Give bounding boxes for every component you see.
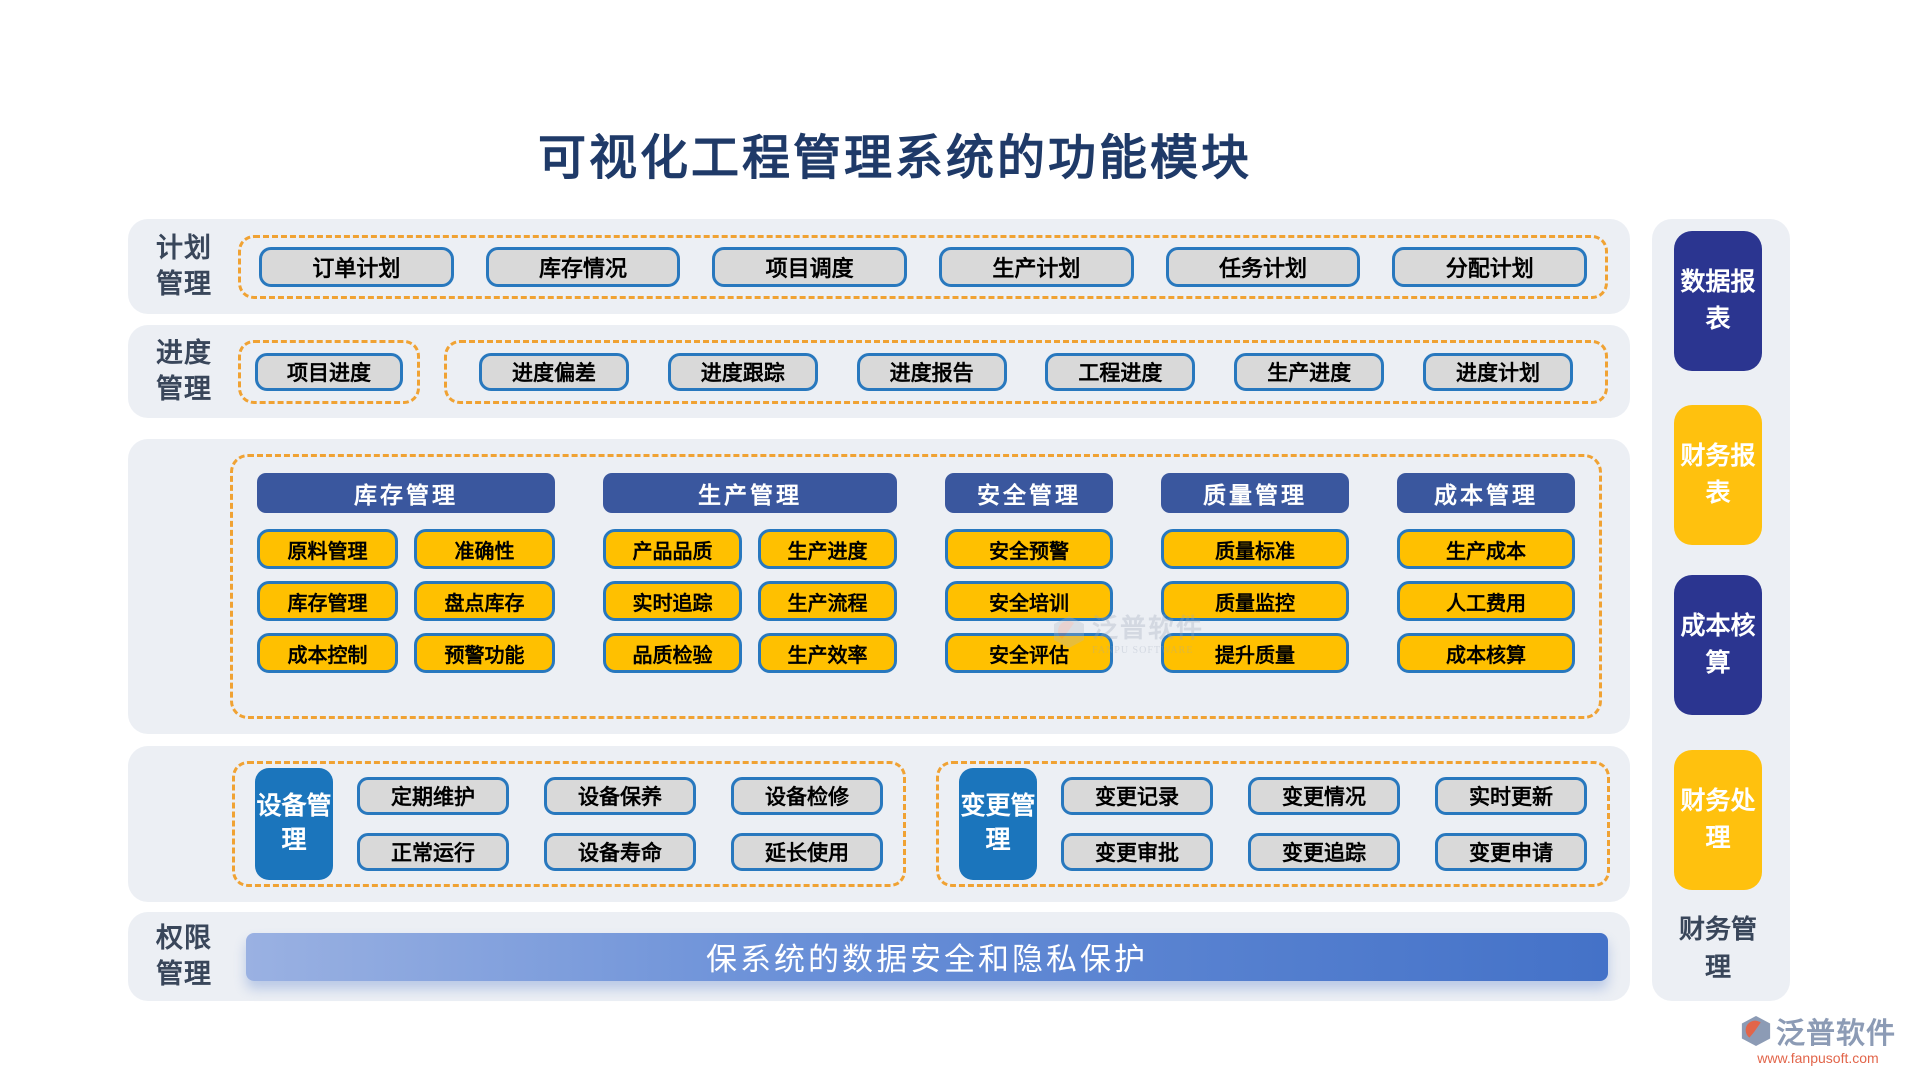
module-column-inventory: 库存管理 原料管理 准确性 库存管理 盘点库存 成本控制 预警功能: [257, 473, 555, 700]
progress-item: 进度跟踪: [667, 352, 818, 391]
module-item: 原料管理: [257, 529, 398, 569]
module-item: 质量监控: [1161, 581, 1349, 621]
module-item: 生产进度: [758, 529, 897, 569]
change-item: 变更记录: [1061, 777, 1213, 815]
permission-banner: 保系统的数据安全和隐私保护: [246, 932, 1608, 981]
plan-dashed-group: 订单计划 库存情况 项目调度 生产计划 任务计划 分配计划: [238, 234, 1608, 299]
module-item: 质量标准: [1161, 529, 1349, 569]
permission-section-label: 权限管理: [156, 923, 212, 989]
progress-item: 项目进度: [255, 352, 403, 391]
change-item: 变更情况: [1248, 777, 1400, 815]
plan-item: 库存情况: [485, 246, 681, 287]
module-item: 实时追踪: [603, 581, 742, 621]
module-header: 成本管理: [1397, 473, 1575, 513]
sidebar-item-cost-account: 成本核算: [1674, 575, 1762, 715]
module-header: 生产管理: [603, 473, 897, 513]
equipment-label: 设备管理: [255, 768, 333, 880]
progress-management-section: 进度管理 项目进度 进度偏差 进度跟踪 进度报告 工程进度 生产进度 进度计划: [128, 325, 1630, 418]
change-item: 变更追踪: [1248, 833, 1400, 871]
module-column-safety: 安全管理 安全预警 安全培训 安全评估: [945, 473, 1113, 700]
module-item: 生产流程: [758, 581, 897, 621]
equipment-item: 定期维护: [357, 777, 509, 815]
module-item: 成本核算: [1397, 633, 1575, 673]
module-item: 库存管理: [257, 581, 398, 621]
progress-section-label: 进度管理: [156, 338, 212, 404]
plan-item: 生产计划: [939, 246, 1134, 287]
plan-item: 任务计划: [1165, 246, 1361, 287]
module-item: 生产成本: [1397, 529, 1575, 569]
module-item: 产品品质: [603, 529, 742, 569]
plan-item: 项目调度: [712, 246, 908, 287]
module-item: 安全预警: [945, 529, 1113, 569]
module-item: 安全培训: [945, 581, 1113, 621]
module-item: 成本控制: [257, 633, 398, 673]
progress-dashed-group: 进度偏差 进度跟踪 进度报告 工程进度 生产进度 进度计划: [444, 339, 1608, 404]
equipment-change-section: 设备管理 定期维护 设备保养 设备检修 正常运行 设备寿命 延长使用 变更管理 …: [128, 746, 1630, 902]
equipment-item: 设备寿命: [544, 833, 696, 871]
module-header: 质量管理: [1161, 473, 1349, 513]
equipment-item: 设备保养: [544, 777, 696, 815]
equipment-item: 延长使用: [731, 833, 883, 871]
page-title: 可视化工程管理系统的功能模块: [537, 132, 1252, 185]
module-item: 准确性: [414, 529, 555, 569]
module-item: 人工费用: [1397, 581, 1575, 621]
progress-item: 进度计划: [1422, 352, 1573, 391]
module-item: 预警功能: [414, 633, 555, 673]
plan-management-section: 计划管理 订单计划 库存情况 项目调度 生产计划 任务计划 分配计划: [128, 219, 1630, 314]
progress-item: 进度偏差: [479, 352, 629, 391]
plan-item: 分配计划: [1392, 246, 1588, 287]
logo-name: 泛普软件: [1775, 1018, 1896, 1050]
plan-item: 订单计划: [259, 246, 454, 287]
core-modules-section: 库存管理 原料管理 准确性 库存管理 盘点库存 成本控制 预警功能 生产管理 产…: [128, 439, 1630, 734]
change-label: 变更管理: [959, 768, 1037, 880]
sidebar-footer-label: 财务管理: [1678, 915, 1757, 982]
module-column-quality: 质量管理 质量标准 质量监控 提升质量: [1161, 473, 1349, 700]
equipment-item: 正常运行: [357, 833, 509, 871]
change-item: 实时更新: [1435, 777, 1587, 815]
fanpu-logo: 泛普软件 www.fanpusoft.com: [1740, 1010, 1896, 1066]
module-item: 提升质量: [1161, 633, 1349, 673]
progress-item: 进度报告: [856, 352, 1007, 391]
module-column-production: 生产管理 产品品质 生产进度 实时追踪 生产流程 品质检验 生产效率: [603, 473, 897, 700]
module-header: 安全管理: [945, 473, 1113, 513]
sidebar-item-finance-report: 财务报表: [1674, 405, 1762, 545]
fanpu-logo-icon: [1741, 1015, 1771, 1047]
finance-sidebar: 数据报表 财务报表 成本核算 财务处理 财务管理: [1652, 219, 1790, 1001]
module-column-cost: 成本管理 生产成本 人工费用 成本核算: [1397, 473, 1575, 700]
module-header: 库存管理: [257, 473, 555, 513]
module-item: 生产效率: [758, 633, 897, 673]
equipment-dashed-group: 设备管理 定期维护 设备保养 设备检修 正常运行 设备寿命 延长使用: [232, 761, 906, 887]
change-item: 变更审批: [1061, 833, 1213, 871]
module-item: 安全评估: [945, 633, 1113, 673]
progress-item: 生产进度: [1234, 352, 1385, 391]
sidebar-item-data-report: 数据报表: [1674, 231, 1762, 371]
module-item: 品质检验: [603, 633, 742, 673]
change-dashed-group: 变更管理 变更记录 变更情况 实时更新 变更审批 变更追踪 变更申请: [936, 761, 1610, 887]
plan-section-label: 计划管理: [156, 233, 212, 299]
logo-url: www.fanpusoft.com: [1757, 1050, 1879, 1066]
module-item: 盘点库存: [414, 581, 555, 621]
modules-dashed-group: 库存管理 原料管理 准确性 库存管理 盘点库存 成本控制 预警功能 生产管理 产…: [230, 454, 1602, 719]
sidebar-item-finance-process: 财务处理: [1674, 750, 1762, 890]
progress-item: 工程进度: [1045, 352, 1196, 391]
permission-section: 权限管理 保系统的数据安全和隐私保护: [128, 912, 1630, 1001]
equipment-item: 设备检修: [731, 777, 883, 815]
progress-primary-group: 项目进度: [238, 339, 420, 404]
change-item: 变更申请: [1435, 833, 1587, 871]
